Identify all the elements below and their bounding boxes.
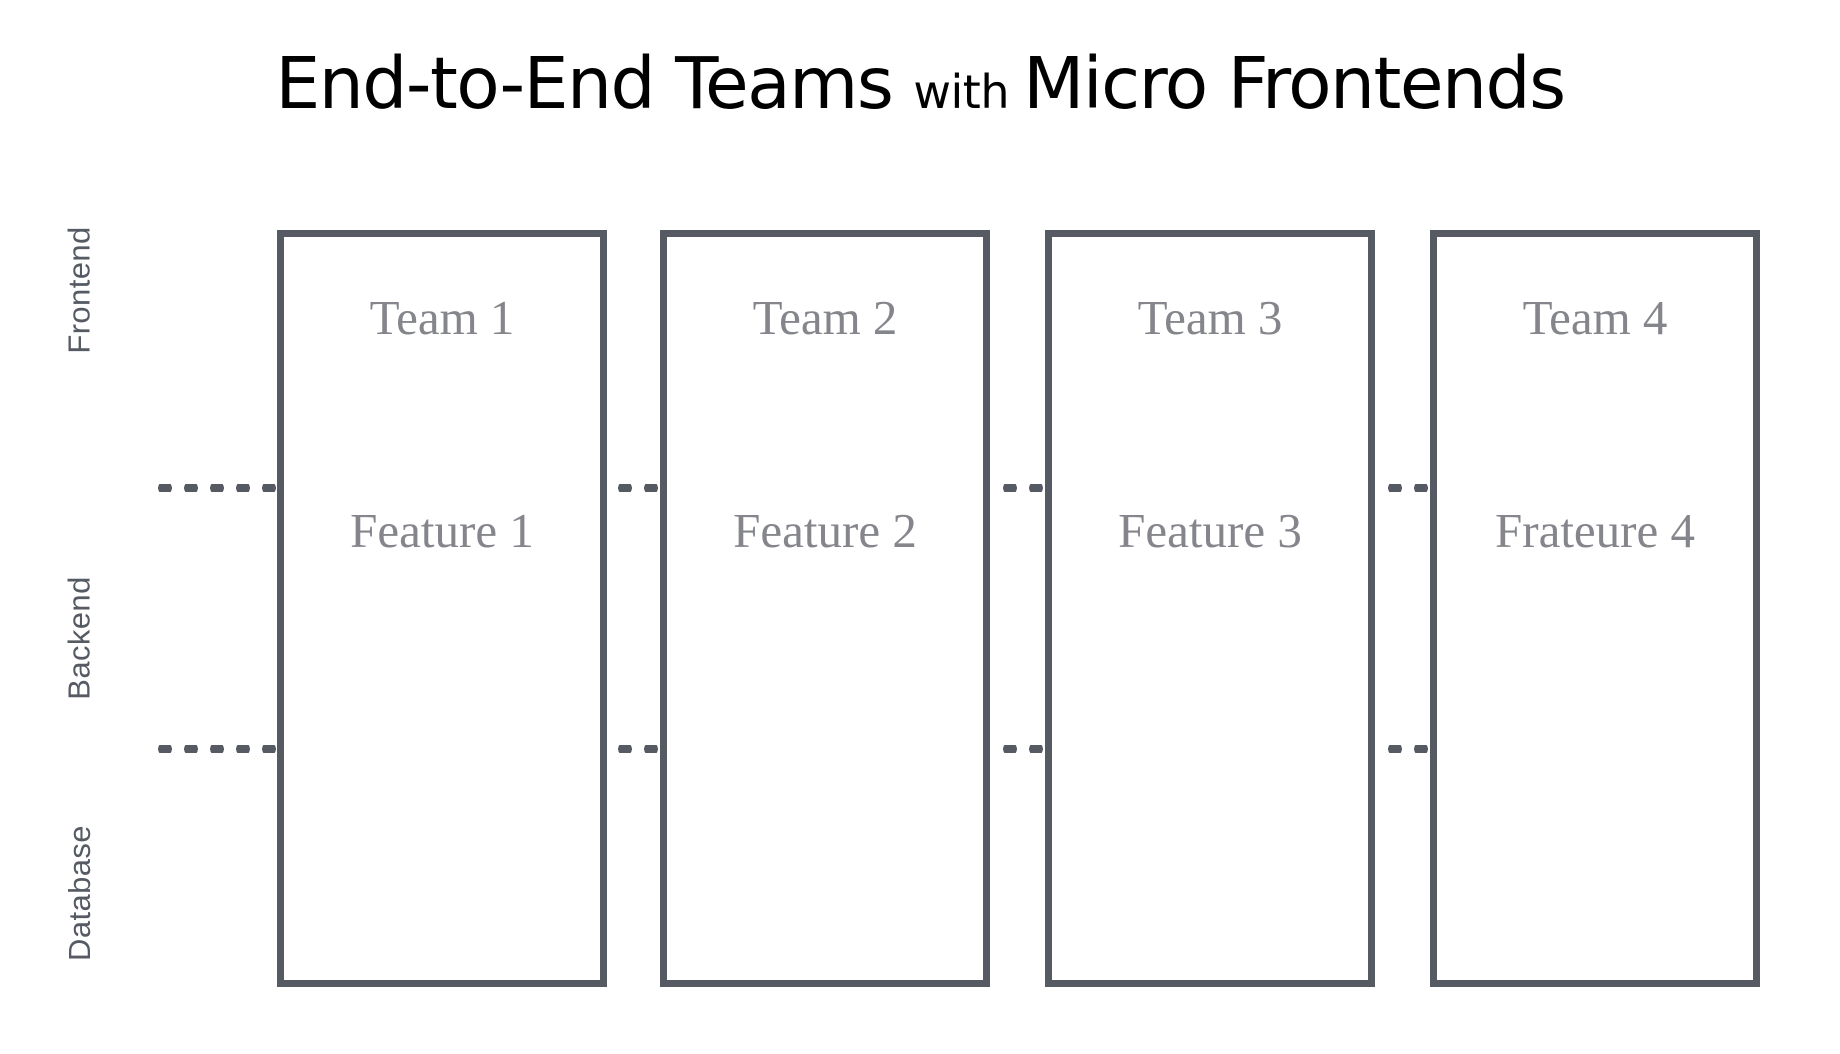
- team-column-2[interactable]: Team 2 Feature 2: [660, 230, 990, 987]
- divider-frontend-backend-segment-left: [152, 484, 285, 492]
- team-column-3-feature-label: Feature 3: [1118, 503, 1302, 558]
- divider-backend-database-segment-gap-3: [1382, 745, 1434, 753]
- team-column-1[interactable]: Team 1 Feature 1: [277, 230, 607, 987]
- team-column-4[interactable]: Team 4 Frateure 4: [1430, 230, 1760, 987]
- layer-label-backend-text: Backend: [61, 576, 97, 700]
- divider-backend-database-segment-gap-2: [997, 745, 1049, 753]
- team-column-3[interactable]: Team 3 Feature 3: [1045, 230, 1375, 987]
- title-segment-primary: End-to-End Teams: [275, 42, 914, 125]
- divider-frontend-backend-segment-gap-1: [612, 484, 664, 492]
- divider-frontend-backend-segment-gap-3: [1382, 484, 1434, 492]
- layer-label-database-text: Database: [62, 825, 97, 961]
- page-title: End-to-End Teams with Micro Frontends: [0, 42, 1840, 125]
- layer-label-frontend-text: Frontend: [62, 226, 97, 354]
- divider-backend-database-segment-left: [152, 745, 285, 753]
- team-column-4-feature-label: Frateure 4: [1495, 503, 1695, 558]
- team-column-1-team-label: Team 1: [369, 290, 515, 345]
- layer-label-frontend: Frontend: [0, 226, 160, 353]
- title-segment-secondary: Micro Frontends: [1023, 42, 1566, 125]
- team-column-1-feature-label: Feature 1: [350, 503, 534, 558]
- team-column-2-feature-label: Feature 2: [733, 503, 917, 558]
- layer-label-backend: Backend: [0, 576, 160, 699]
- divider-frontend-backend-segment-gap-2: [997, 484, 1049, 492]
- team-column-4-team-label: Team 4: [1522, 290, 1668, 345]
- divider-backend-database-segment-gap-1: [612, 745, 664, 753]
- team-column-2-team-label: Team 2: [752, 290, 898, 345]
- team-column-3-team-label: Team 3: [1137, 290, 1283, 345]
- layer-label-database: Database: [0, 825, 160, 961]
- title-segment-with: with: [913, 65, 1024, 119]
